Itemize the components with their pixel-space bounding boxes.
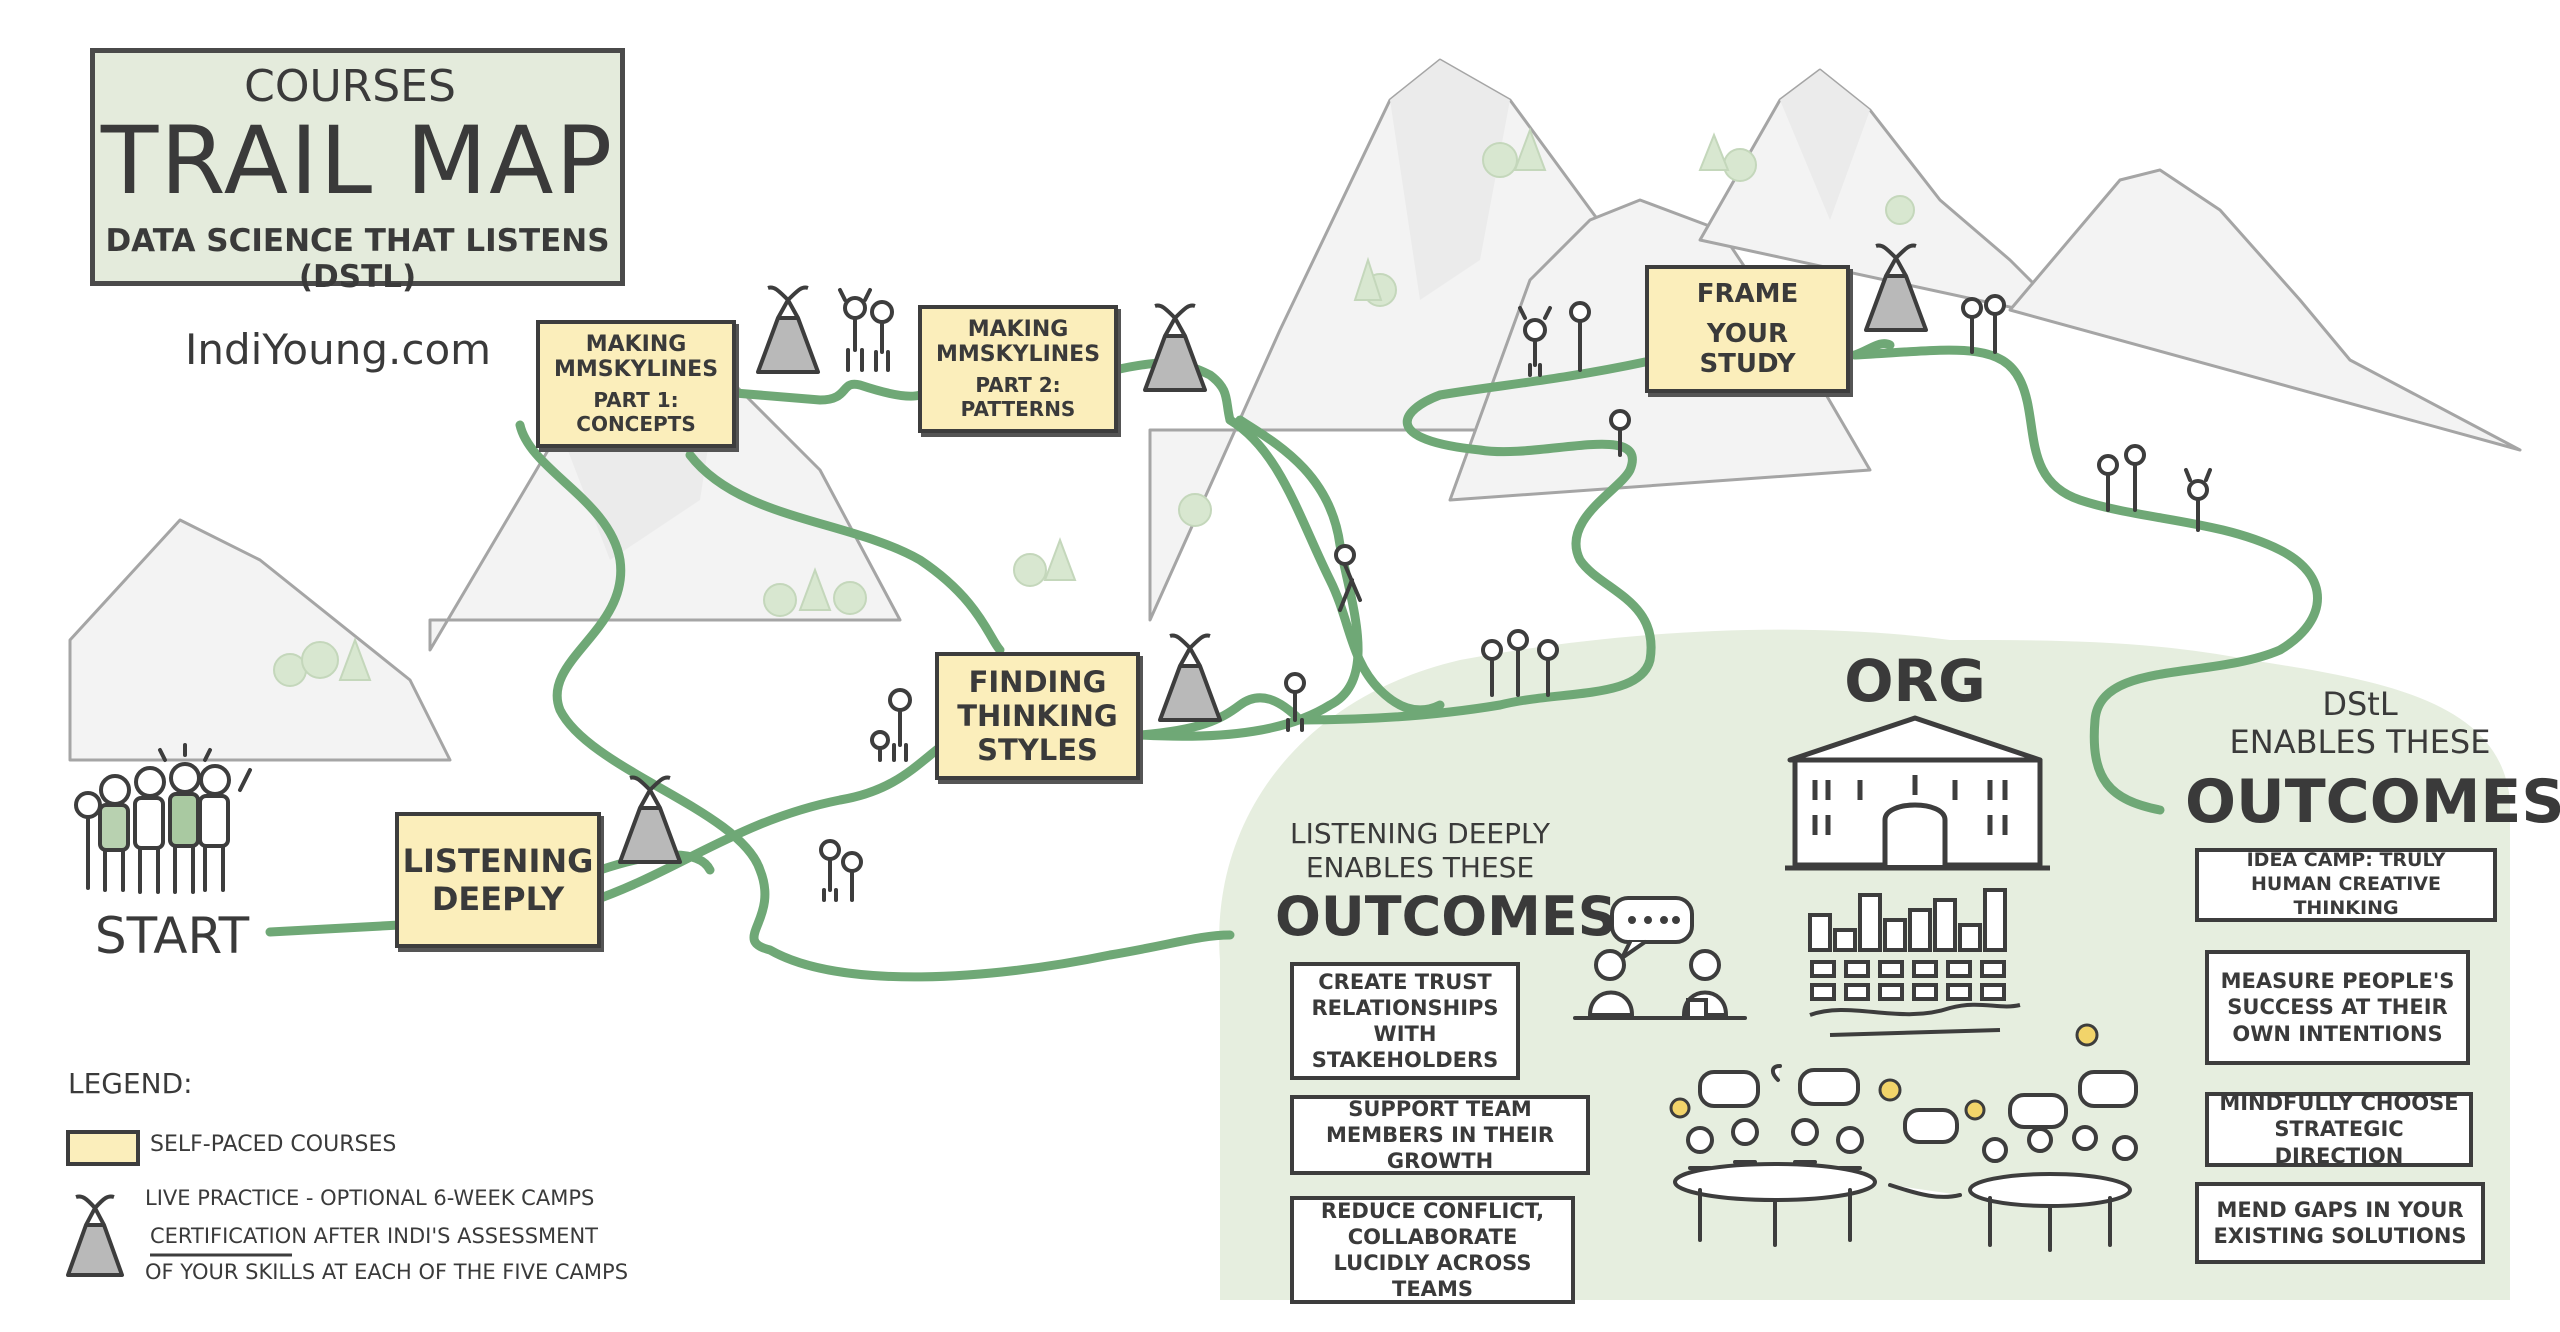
outcome-create-trust: CREATE TRUST RELATIONSHIPS WITH STAKEHOL… — [1290, 962, 1520, 1080]
lightbulb-icons — [1669, 1023, 2099, 1121]
hiker-icon — [1609, 409, 1631, 457]
listening-outcomes-heading-2: ENABLES THESE — [1305, 851, 1535, 884]
listening-outcomes-heading-1: LISTENING DEEPLY — [1290, 817, 1550, 850]
website-link[interactable]: IndiYoung.com — [185, 325, 492, 374]
trail-paths — [265, 339, 2322, 982]
start-label: START — [94, 907, 250, 965]
hiker-icon — [838, 288, 872, 372]
listening-outcomes-heading-big: OUTCOMES — [1275, 885, 1617, 948]
tent-icon — [1864, 243, 1928, 332]
hiker-icon — [1334, 544, 1362, 612]
outcome-mend-gaps: MEND GAPS IN YOUR EXISTING SOLUTIONS — [2195, 1182, 2485, 1264]
course-line: MAKING — [967, 317, 1069, 342]
hiker-icon — [819, 839, 841, 902]
dstl-outcomes-heading-1: DStL — [2322, 685, 2398, 723]
course-line: FINDING — [968, 665, 1107, 699]
hiker-icon — [841, 851, 863, 902]
legend-live-practice-2: CERTIFICATION AFTER INDI'S ASSESSMENT — [150, 1224, 598, 1248]
course-line: LISTENING — [402, 842, 594, 880]
hiker-icon — [1537, 639, 1559, 697]
camp-tents — [66, 243, 1928, 1277]
hiker-icon — [2124, 444, 2146, 512]
org-data-bars-icon — [1808, 888, 2021, 1037]
hiker-icon — [1481, 639, 1503, 697]
course-line: mmSKYLINES — [935, 342, 1101, 367]
tent-icon — [756, 285, 820, 374]
tree-clusters — [273, 127, 1915, 687]
hiker-icon — [1961, 297, 1983, 354]
legend-live-practice-1: LIVE PRACTICE - OPTIONAL 6-WEEK CAMPS — [145, 1186, 595, 1210]
dstl-outcomes-heading-2: ENABLES THESE — [2229, 723, 2491, 761]
hiker-icon — [870, 300, 894, 372]
hiker-icon — [2097, 454, 2119, 512]
title-panel — [90, 48, 625, 286]
course-frame-your-study[interactable]: FRAME YOUR STUDY — [1645, 265, 1850, 393]
course-mm-skylines-part-2[interactable]: MAKINGmmSKYLINES PART 2: PATTERNS — [918, 305, 1118, 433]
dstl-outcomes-heading-big: OUTCOMES — [2185, 767, 2560, 837]
hiker-icon — [1569, 301, 1591, 372]
course-line: MAKING — [585, 332, 687, 357]
org-label: ORG — [1844, 647, 1986, 715]
hiker-icon — [870, 730, 890, 762]
title-program: DATA SCIENCE THAT LISTENS (DStL) — [105, 223, 610, 295]
course-line: DEEPLY — [431, 880, 565, 918]
legend-live-practice-3: OF YOUR SKILLS AT EACH OF THE FIVE CAMPS — [145, 1260, 629, 1284]
course-line: STYLES — [977, 733, 1098, 767]
hiker-icon — [1507, 629, 1529, 697]
hikers — [74, 288, 2212, 902]
course-line: mmSKYLINES — [553, 357, 719, 382]
course-line: FRAME — [1696, 279, 1799, 309]
tent-icon — [1143, 303, 1207, 392]
course-line: THINKING — [957, 699, 1118, 733]
tent-icon — [618, 775, 682, 864]
hiker-icon — [1284, 672, 1306, 732]
hiker-icon — [888, 688, 912, 762]
hiker-icon — [2184, 468, 2212, 532]
course-line: YOUR STUDY — [1699, 319, 1796, 379]
outcome-reduce-conflict: REDUCE CONFLICT, COLLABORATE LUCIDLY ACR… — [1290, 1196, 1575, 1304]
conversation-scene-icon — [1573, 896, 1747, 1020]
legend-title: LEGEND: — [68, 1067, 193, 1100]
outcome-measure-success: MEASURE PEOPLE'S SUCCESS AT THEIR OWN IN… — [2205, 950, 2470, 1065]
team-meetings-icon — [1673, 1064, 2138, 1252]
legend-self-paced: SELF-PACED COURSES — [150, 1132, 397, 1157]
course-line: PART 2: PATTERNS — [960, 373, 1076, 421]
hiker-icon — [1518, 306, 1552, 377]
course-line: PART 1: CONCEPTS — [576, 388, 696, 436]
course-mm-skylines-part-1[interactable]: MAKINGmmSKYLINES PART 1: CONCEPTS — [536, 320, 736, 448]
outcome-mindfully-choose: MINDFULLY CHOOSE STRATEGIC DIRECTION — [2205, 1091, 2473, 1168]
outcome-idea-camp: IDEA CAMP: TRULY HUMAN CREATIVE THINKING — [2195, 848, 2497, 922]
start-crowd — [74, 743, 252, 894]
tent-icon — [1158, 633, 1222, 722]
title-courses: COURSES — [244, 61, 456, 112]
hiker-icon — [1984, 294, 2006, 354]
title-trail-map: TRAIL MAP — [100, 107, 615, 216]
legend-course-swatch — [66, 1130, 140, 1166]
tent-icon-legend — [66, 1194, 124, 1277]
org-building-icon — [1785, 715, 2050, 871]
outcome-support-team: SUPPORT TEAM MEMBERS IN THEIR GROWTH — [1290, 1095, 1590, 1175]
